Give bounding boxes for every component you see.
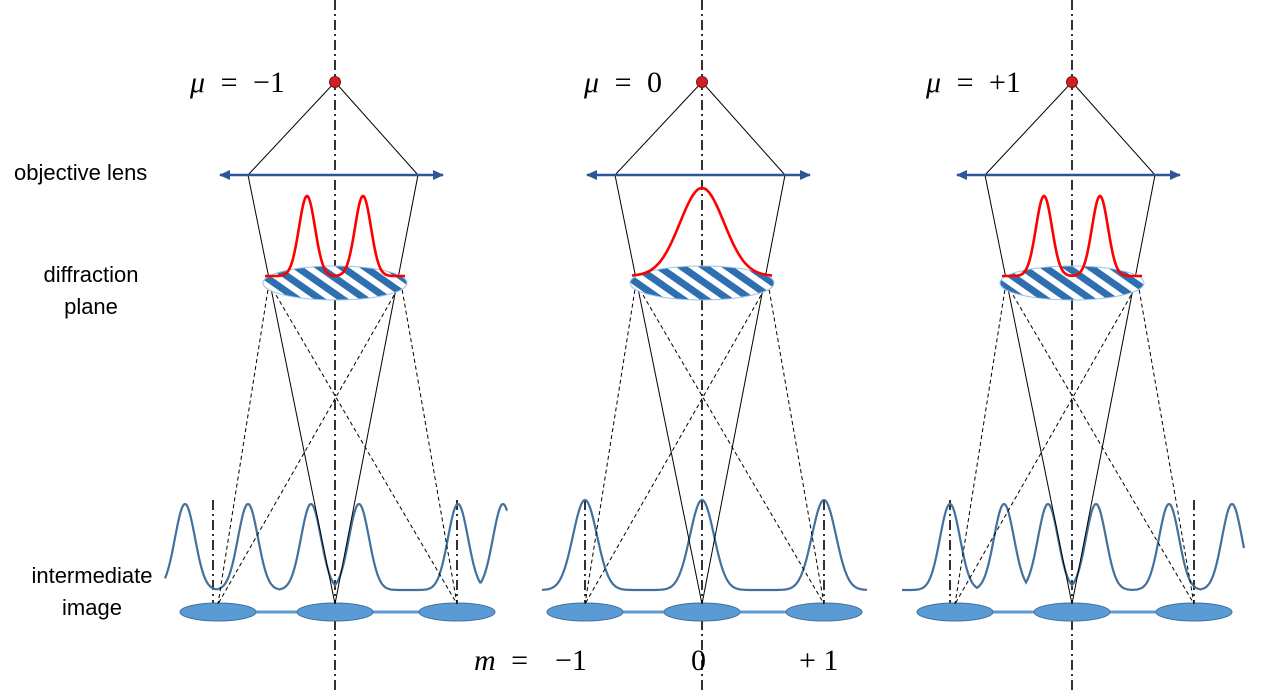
order-equals: =	[511, 644, 529, 677]
order-symbol: m	[474, 644, 496, 677]
image-spot	[1155, 602, 1233, 622]
mu-label-panel-1: μ = −1	[190, 68, 285, 98]
diffraction-plane-label-line2: plane	[64, 294, 118, 320]
dashed-ray	[1005, 282, 1195, 605]
diffraction-plane-label-line1: diffraction	[43, 262, 139, 287]
image-spot	[296, 602, 374, 622]
dashed-ray	[400, 282, 458, 605]
dashed-ray	[954, 282, 1007, 605]
image-spot	[418, 602, 496, 622]
mu-symbol: μ	[190, 66, 206, 99]
ray-source-left	[984, 81, 1073, 176]
image-spot	[1033, 602, 1111, 622]
dashed-ray	[635, 282, 825, 605]
ray-source-right	[1071, 81, 1156, 176]
diffraction-plane-label: diffraction plane	[26, 262, 156, 321]
diffraction-grating	[262, 265, 408, 301]
diffraction-intensity-curve	[1002, 194, 1142, 278]
diffraction-grating	[629, 265, 775, 301]
ray-lens-to-image-left	[614, 174, 703, 605]
source-point	[696, 76, 708, 88]
order-value-minus-one: −1	[555, 644, 587, 677]
order-value-zero: 0	[691, 644, 706, 677]
order-label: m =	[474, 646, 528, 676]
mu-label-panel-2: μ = 0	[584, 68, 662, 98]
ray-source-left	[247, 81, 336, 176]
source-point	[329, 76, 341, 88]
dashed-ray	[217, 282, 270, 605]
intermediate-image-label-line2: image	[62, 595, 122, 621]
image-intensity-curve	[163, 502, 509, 592]
dashed-ray	[584, 282, 769, 605]
ray-lens-to-image-right	[334, 174, 419, 605]
ray-lens-to-image-right	[1071, 174, 1156, 605]
image-spot	[785, 602, 863, 622]
ray-lens-to-image-left	[984, 174, 1073, 605]
dashed-ray	[217, 282, 402, 605]
ray-source-right	[701, 81, 786, 176]
mu-value: 0	[646, 66, 662, 99]
diffraction-grating	[999, 265, 1145, 301]
dashed-ray	[767, 282, 825, 605]
mu-symbol: μ	[926, 66, 942, 99]
objective-lens-label: objective lens	[14, 160, 148, 185]
dashed-ray	[268, 282, 458, 605]
dashed-ray	[584, 282, 637, 605]
mu-value: −1	[252, 66, 285, 99]
source-point	[1066, 76, 1078, 88]
image-intensity-curve	[902, 502, 1246, 592]
order-value-plus-one: + 1	[799, 644, 839, 677]
dashed-ray	[954, 282, 1139, 605]
ray-source-left	[614, 81, 703, 176]
mu-value: +1	[988, 66, 1021, 99]
image-spot	[179, 602, 257, 622]
ray-source-right	[334, 81, 419, 176]
ray-lens-to-image-right	[701, 174, 786, 605]
mu-equals: =	[956, 66, 974, 99]
mu-equals: =	[220, 66, 238, 99]
image-spot	[546, 602, 624, 622]
ray-lens-to-image-left	[247, 174, 336, 605]
diffraction-intensity-curve	[265, 194, 405, 278]
intermediate-image-label: intermediate image	[14, 563, 170, 622]
dashed-ray	[1137, 282, 1195, 605]
intermediate-image-label-line1: intermediate	[31, 563, 153, 588]
image-spot	[916, 602, 994, 622]
image-intensity-curve	[541, 498, 868, 592]
mu-label-panel-3: μ = +1	[926, 68, 1021, 98]
mu-symbol: μ	[584, 66, 600, 99]
image-spot	[663, 602, 741, 622]
diffraction-intensity-curve	[632, 186, 772, 277]
mu-equals: =	[614, 66, 632, 99]
